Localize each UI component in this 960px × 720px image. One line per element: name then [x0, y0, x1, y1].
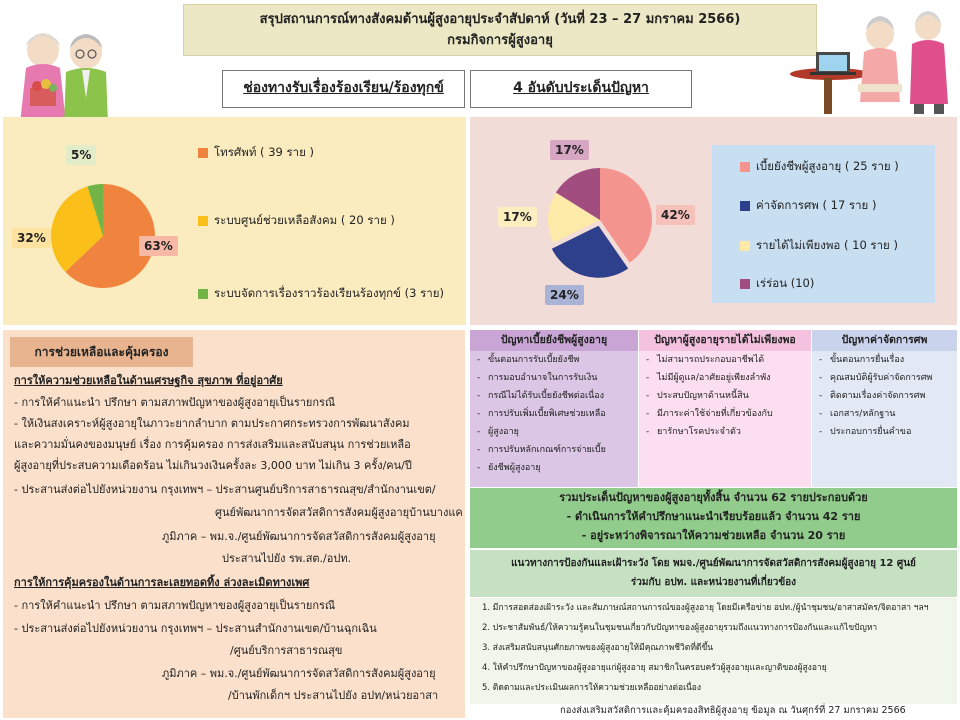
legend-label: เบี้ยยังชีพผู้สูงอายุ ( 25 ราย ) — [756, 159, 899, 173]
top-issues-header: 4 อันดับประเด็นปัญหา — [470, 70, 692, 108]
list-item: ยังชีพผู้สูงอายุ — [470, 459, 638, 477]
legend-label: โทรศัพท์ ( 39 ราย ) — [214, 145, 314, 159]
assistance-sec1-line: ประสานไปยัง รพ.สต./อปท. — [222, 552, 352, 565]
list-item: ขั้นตอนการรับเบี้ยยังชีพ — [470, 351, 638, 369]
elderly-laptop-illustration — [790, 11, 948, 114]
pie2-label-homeless-share: 17% — [550, 140, 589, 160]
legend-label: ระบบศูนย์ช่วยเหลือสังคม ( 20 ราย ) — [214, 213, 395, 227]
assistance-sec2-line: /ศูนย์บริการสาธารณสุข — [230, 644, 343, 657]
summary-done: - ดำเนินการให้คำปรึกษาแนะนำเรียบร้อยแล้ว… — [566, 510, 861, 523]
pie2-legend-income: รายได้ไม่เพียงพอ ( 10 ราย ) — [740, 237, 898, 255]
pie1-label-complaint-system-share: 63% — [139, 236, 178, 256]
list-item: 2. ประชาสัมพันธ์/ให้ความรู้คนในชุมชนเกี่… — [482, 623, 878, 633]
list-item: คุณสมบัติผู้รับค่าจัดการศพ — [812, 369, 957, 387]
legend-swatch — [740, 241, 750, 251]
legend-label: ค่าจัดการศพ ( 17 ราย ) — [756, 198, 877, 212]
assistance-sec1-line: ภูมิภาค – พม.จ./ศูนย์พัฒนาการจัดสวัสดิกา… — [162, 530, 436, 543]
list-item: การมอบอำนาจในการรับเงิน — [470, 369, 638, 387]
assistance-sec1-line: - ประสานส่งต่อไปยังหน่วยงาน กรุงเทพฯ – ป… — [14, 483, 436, 496]
list-item: ขั้นตอนการยื่นเรื่อง — [812, 351, 957, 369]
list-item: ไม่สามารถประกอบอาชีพได้ — [639, 351, 811, 369]
summary-pending: - อยู่ระหว่างพิจารณาให้ความช่วยเหลือ จำน… — [581, 529, 846, 542]
pie2-label-funeral-share: 24% — [545, 285, 584, 305]
pie1-legend-social-center: ระบบศูนย์ช่วยเหลือสังคม ( 20 ราย ) — [198, 212, 395, 230]
pie-slice — [65, 184, 155, 288]
problem-col-funeral: ขั้นตอนการยื่นเรื่อง คุณสมบัติผู้รับค่าจ… — [812, 351, 957, 487]
pie1-legend-complaint-system: ระบบจัดการเรื่องราวร้องเรียนร้องทุกข์ (3… — [198, 285, 444, 303]
pie-slice — [555, 168, 600, 220]
prevention-list: 1. มีการสอดส่องเฝ้าระวัง และสัมภาษณ์สถาน… — [470, 598, 957, 704]
legend-swatch — [740, 201, 750, 211]
list-item: ยารักษาโรคประจำตัว — [639, 423, 811, 441]
list-item: ประกอบการยื่นคำขอ — [812, 423, 957, 441]
problem-col-allowance-head: ปัญหาเบี้ยยังชีพผู้สูงอายุ — [470, 330, 638, 351]
assistance-sec2-line: ภูมิภาค – พม.จ./ศูนย์พัฒนาการจัดสวัสดิกา… — [162, 667, 436, 680]
legend-swatch — [198, 289, 208, 299]
list-item: กรณีไม่ได้รับเบี้ยยังชีพต่อเนื่อง — [470, 387, 638, 405]
issues-pie-chart — [548, 168, 652, 278]
pie2-legend-allowance: เบี้ยยังชีพผู้สูงอายุ ( 25 ราย ) — [740, 158, 899, 176]
list-item: เอกสาร/หลักฐาน — [812, 405, 957, 423]
list-item: การปรับหลักเกณฑ์การจ่ายเบี้ย — [470, 441, 638, 459]
problem-col-income-head: ปัญหาผู้สูงอายุรายได้ไม่เพียงพอ — [639, 330, 811, 351]
page-subtitle: กรมกิจการผู้สูงอายุ — [447, 33, 553, 48]
legend-swatch — [198, 148, 208, 158]
legend-swatch — [198, 216, 208, 226]
pie-slice — [87, 184, 103, 236]
page-title-box: สรุปสถานการณ์ทางสังคมด้านผู้สูงอายุประจำ… — [183, 4, 817, 56]
assistance-sec2-line: /บ้านพักเด็กฯ ประสานไปยัง อปท/หน่วยอาสา — [228, 689, 439, 702]
prevention-heading: แนวทางการป้องกันและเฝ้าระวัง โดย พมจ./ศู… — [470, 550, 957, 597]
assistance-sec1-line: ผู้สูงอายุที่ประสบความเดือดร้อน ไม่เกินว… — [14, 459, 412, 472]
pie-slice — [600, 168, 652, 263]
assistance-sec2-title: การให้การคุ้มครองในด้านการละเลยทอดทิ้ง ล… — [14, 576, 310, 589]
pie2-label-income-share: 17% — [498, 207, 537, 227]
pie-slice — [551, 225, 629, 278]
pie1-label-social-center-share: 32% — [12, 228, 51, 248]
list-item: 3. ส่งเสริมสนับสนุนศักยภาพของผู้สูงอายุใ… — [482, 643, 714, 653]
channels-header: ช่องทางรับเรื่องร้องเรียน/ร้องทุกข์ — [222, 70, 465, 108]
legend-label: รายได้ไม่เพียงพอ ( 10 ราย ) — [756, 238, 898, 252]
pie-slice — [548, 192, 600, 243]
pie1-label-phone-share: 5% — [66, 145, 97, 165]
issues-legend: เบี้ยยังชีพผู้สูงอายุ ( 25 ราย ) ค่าจัดก… — [712, 145, 935, 303]
pie-slice — [50, 186, 103, 272]
pie2-legend-funeral: ค่าจัดการศพ ( 17 ราย ) — [740, 197, 876, 215]
list-item: ติดตามเรื่องค่าจัดการศพ — [812, 387, 957, 405]
pie1-legend-phone: โทรศัพท์ ( 39 ราย ) — [198, 144, 314, 162]
footer-source: กองส่งเสริมสวัสดิการและคุ้มครองสิทธิผู้ส… — [560, 705, 906, 716]
assistance-sec1-line: ศูนย์พัฒนาการจัดสวัสดิการสังคมผู้สูงอายุ… — [215, 506, 463, 519]
legend-label: ระบบจัดการเรื่องราวร้องเรียนร้องทุกข์ (3… — [214, 286, 444, 300]
list-item: ประสบปัญหาด้านหนี้สิน — [639, 387, 811, 405]
list-item: การปรับเพิ่มเบี้ยพิเศษช่วยเหลือ — [470, 405, 638, 423]
prevention-heading-line: ร่วมกับ อปท. และหน่วยงานที่เกี่ยวข้อง — [630, 577, 797, 588]
list-item: 5. ติดตามและประเมินผลการให้ความช่วยเหลือ… — [482, 683, 702, 693]
list-item: ผู้สูงอายุ — [470, 423, 638, 441]
problem-col-funeral-head: ปัญหาค่าจัดการศพ — [812, 330, 957, 351]
legend-swatch — [740, 279, 750, 289]
assistance-heading: การช่วยเหลือและคุ้มครอง — [10, 337, 193, 367]
problem-col-allowance: ขั้นตอนการรับเบี้ยยังชีพ การมอบอำนาจในกา… — [470, 351, 638, 487]
list-item: 1. มีการสอดส่องเฝ้าระวัง และสัมภาษณ์สถาน… — [482, 603, 929, 613]
elderly-couple-illustration — [20, 33, 108, 130]
assistance-sec2-line: - ประสานส่งต่อไปยังหน่วยงาน กรุงเทพฯ – ป… — [14, 622, 377, 635]
prevention-heading-line: แนวทางการป้องกันและเฝ้าระวัง โดย พมจ./ศู… — [511, 558, 916, 569]
page-title: สรุปสถานการณ์ทางสังคมด้านผู้สูงอายุประจำ… — [259, 12, 741, 27]
channels-pie-chart — [50, 184, 155, 288]
pie2-label-allowance-share: 42% — [656, 205, 695, 225]
summary-box: รวมประเด็นปัญหาของผู้สูงอายุทั้งสิ้น จำน… — [470, 488, 957, 548]
assistance-sec1-line: และความมั่นคงของมนุษย์ เรื่อง การคุ้มครอ… — [14, 438, 411, 451]
assistance-sec1-line: - ให้เงินสงเคราะห์ผู้สูงอายุในภาวะยากลำบ… — [14, 417, 410, 430]
summary-total: รวมประเด็นปัญหาของผู้สูงอายุทั้งสิ้น จำน… — [559, 491, 868, 504]
list-item: 4. ให้คำปรึกษาปัญหาของผู้สูงอายุแก่ผู้สู… — [482, 663, 827, 673]
assistance-panel — [3, 330, 465, 718]
legend-label: เร่ร่อน (10) — [756, 276, 815, 290]
assistance-sec1-title: การให้ความช่วยเหลือในด้านเศรษฐกิจ สุขภาพ… — [14, 374, 283, 387]
list-item: ไม่มีผู้ดูแล/อาศัยอยู่เพียงลำพัง — [639, 369, 811, 387]
problem-col-income: ไม่สามารถประกอบอาชีพได้ ไม่มีผู้ดูแล/อาศ… — [639, 351, 811, 487]
legend-swatch — [740, 162, 750, 172]
assistance-sec1-line: - การให้คำแนะนำ ปรึกษา ตามสภาพปัญหาของผู… — [14, 396, 336, 409]
list-item: มีภาระค่าใช้จ่ายที่เกี่ยวข้องกับ — [639, 405, 811, 423]
pie2-legend-homeless: เร่ร่อน (10) — [740, 275, 814, 293]
assistance-sec2-line: - การให้คำแนะนำ ปรึกษา ตามสภาพปัญหาของผู… — [14, 599, 336, 612]
